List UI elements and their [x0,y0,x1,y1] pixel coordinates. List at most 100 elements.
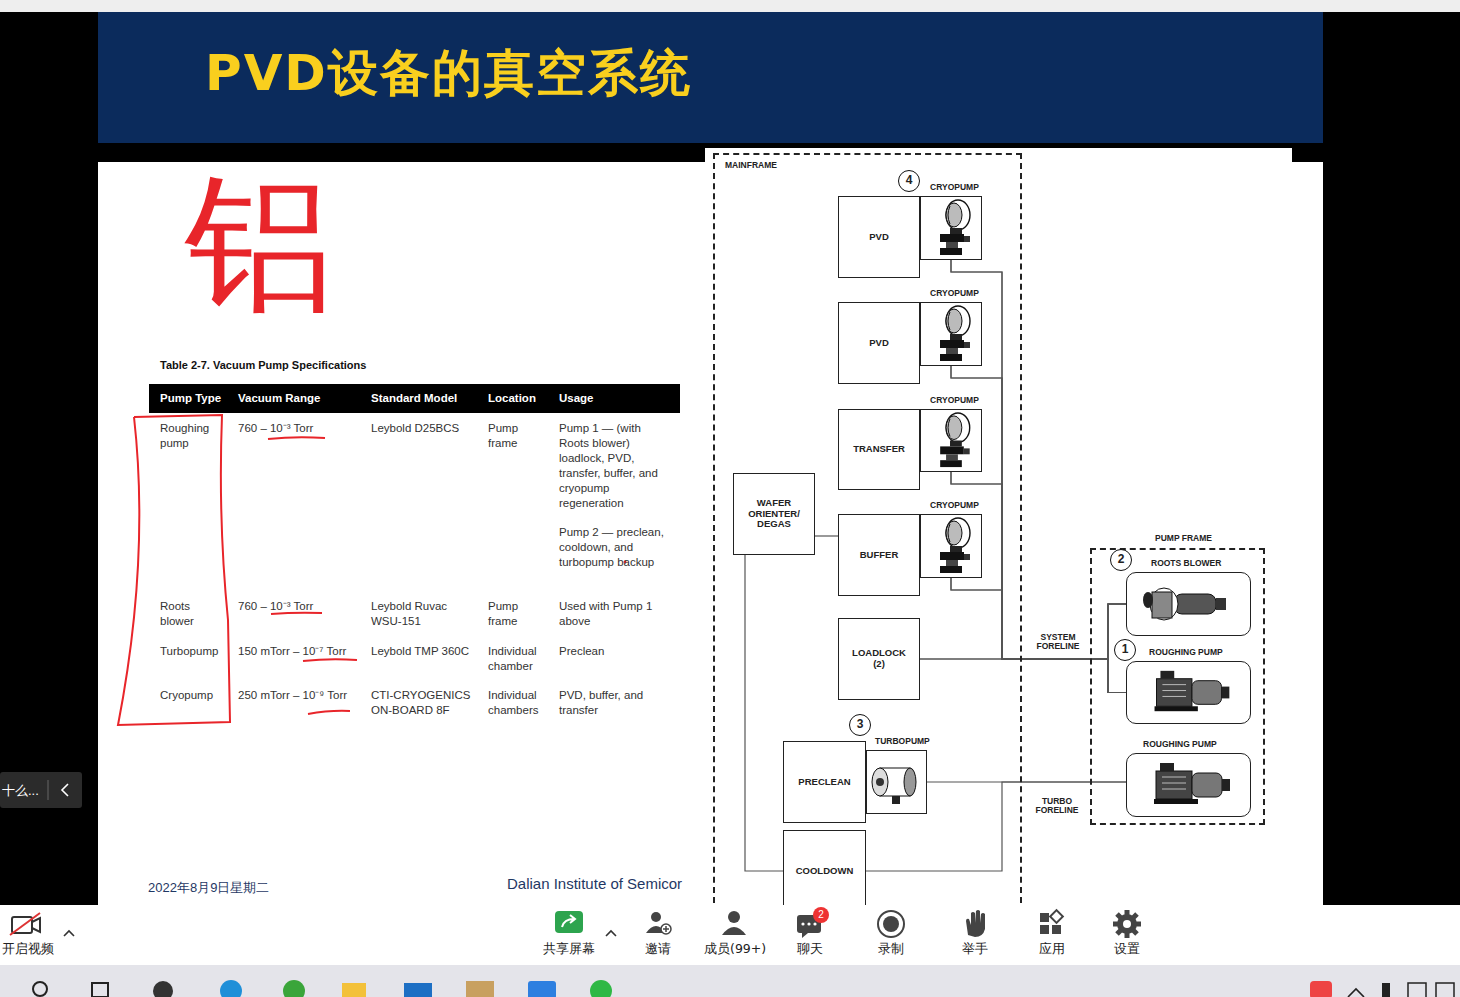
callout-circle: 2 [1110,549,1132,571]
table-caption: Table 2-7. Vacuum Pump Specifications [160,359,366,371]
callout-circle: 4 [898,170,920,192]
table-cell: 760 – 10⁻³ Torr [238,599,313,614]
red-underline [268,437,325,439]
pump-heading: CRYOPUMP [930,501,979,510]
pump-heading: CRYOPUMP [930,183,979,192]
toolbar-label: 邀请 [645,941,671,958]
callout-circle: 3 [849,714,871,736]
red-underline [308,711,350,714]
red-underline [271,613,322,614]
chamber-box: LOADLOCK (2) [838,618,920,700]
toolbar-label: 共享屏幕 [543,941,595,958]
top-strip [0,0,1460,12]
cryopump-icon [940,413,970,467]
vacuum-line [815,535,838,536]
vacuum-line [951,366,1126,693]
chamber-box: COOLDOWN [783,830,866,912]
vacuum-line [951,260,1126,693]
pump-box: ROUGHING PUMP [1126,661,1251,724]
chat-badge-count: 2 [813,907,829,923]
table-cell: Pump frame [488,421,533,451]
pump-heading: ROOTS BLOWER [1151,559,1221,568]
chamber-label: BUFFER [860,550,899,561]
vacuum-line [951,578,1126,693]
pump-box: CRYOPUMP [920,302,982,366]
slide-title: PVD设备的真空系统 [205,40,692,107]
taskbar-ground [0,965,1460,997]
pump-box: ROUGHING PUMP [1126,753,1251,817]
pump-heading: CRYOPUMP [930,289,979,298]
vacuum-line [745,555,783,871]
table-cell: Used with Pump 1 above [559,599,667,629]
chamber-label: LOADLOCK (2) [848,648,910,670]
share-screen-icon [555,911,583,933]
table-cell: Turbopump [160,644,218,659]
table-cell: Individual chambers [488,688,550,718]
callout-number: 1 [1122,643,1129,657]
pump-box: ROOTS BLOWER [1126,572,1251,636]
chamber-label: PRECLEAN [798,777,850,788]
turbopump-icon [872,768,916,804]
side-panel [0,772,82,808]
chamber-box: WAFER ORIENTER/ DEGAS [733,473,815,555]
callout-number: 3 [857,718,864,732]
table-cell: Leybold Ruvac WSU-151 [371,599,471,629]
slide-date: 2022年8月9日星期二 [148,879,269,897]
chamber-label: COOLDOWN [796,866,854,877]
table-cell: Roots blower [160,599,210,629]
taskbar-icons [33,980,1454,997]
pump-heading: CRYOPUMP [930,396,979,405]
table-cell: Pump 1 — (with Roots blower) loadlock, P… [559,421,674,511]
pump-heading: TURBOPUMP [875,737,930,746]
raise-hand-icon [966,910,985,937]
callout-number: 4 [906,174,913,188]
table-cell: PVD, buffer, and transfer [559,688,659,718]
toolbar-label: 设置 [1114,941,1140,958]
table-cell: Cryopump [160,688,213,703]
dashed-region: MAINFRAME4CRYOPUMPPVDCRYOPUMPPVDCRYOPUMP… [713,153,1022,913]
toolbar-label: 开启视频 [2,941,54,958]
cryopump-icon [940,306,970,361]
table-cell: Leybold D25BCS [371,421,459,436]
foreline-label: SYSTEM FORELINE [1030,633,1086,651]
table-header: Usage [559,392,594,404]
diagram-panel [705,148,1292,905]
table-cell: 150 mTorr – 10⁻⁷ Torr [238,644,346,659]
table-header: Location [488,392,536,404]
toolbar-label: 聊天 [797,941,823,958]
table-cell: Preclean [559,644,604,659]
red-bracket [118,415,230,725]
foreline-label: TURBO FORELINE [1028,797,1086,815]
vacuum-line [920,659,1126,693]
table-cell: Pump 2 — preclean, cooldown, and turbopu… [559,525,674,570]
dashed-region: PUMP FRAME2ROOTS BLOWER1ROUGHING PUMPROU… [1090,548,1265,825]
settings-icon [1113,910,1141,938]
chamber-box: BUFFER [838,514,920,596]
chevron-left [62,784,68,796]
roughing-pump-icon [1154,763,1230,804]
callout-circle: 1 [1114,639,1136,661]
toolbar-label: 举手 [962,941,988,958]
table-cell: 760 – 10⁻³ Torr [238,421,313,436]
region-heading: MAINFRAME [725,161,777,170]
chamber-box: PVD [838,302,920,384]
side-panel-text: 十么... [2,782,39,800]
region-heading: PUMP FRAME [1155,534,1212,543]
pump-box: TURBOPUMP [866,750,927,814]
handwritten-note: 铝 [185,168,335,318]
slide-footer: Dalian Institute of Semicor [507,875,682,892]
chamber-label: TRANSFER [853,444,905,455]
pump-box: CRYOPUMP [920,514,982,578]
table-cell: CTI-CRYOGENICS ON-BOARD 8F [371,688,481,718]
apps-icon [1040,910,1063,934]
table-cell: Leybold TMP 360C [371,644,469,659]
members-icon [722,911,746,935]
cryopump-icon [940,200,970,255]
chat-badge [813,907,829,923]
table-cell: 250 mTorr – 10⁻⁹ Torr [238,688,347,703]
table-header-bar [149,384,680,413]
pump-box: CRYOPUMP [920,196,982,260]
record-icon [878,911,904,937]
